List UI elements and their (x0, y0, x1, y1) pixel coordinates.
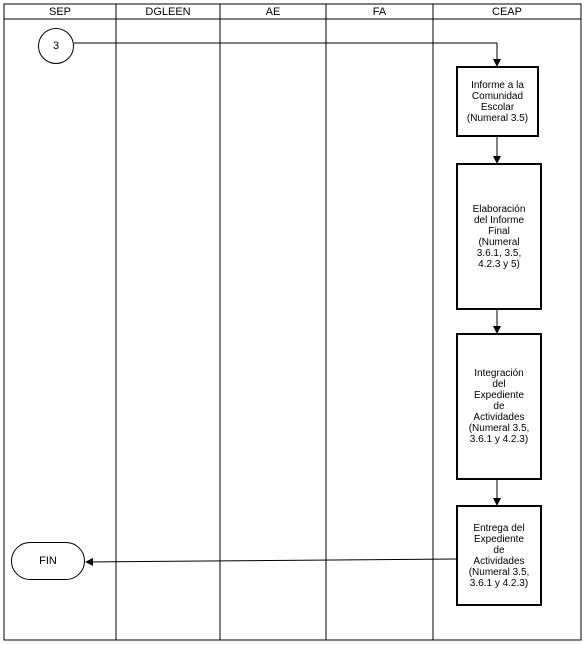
diagram-frame (3, 3, 582, 641)
lane-header-fa: FA (372, 6, 387, 18)
step-elaboracion-informe: Elaboración del Informe Final (Numeral 3… (456, 163, 542, 310)
lane-header-sep: SEP (48, 6, 71, 18)
terminal-label: FIN (39, 555, 57, 567)
lane-header-dgleen: DGLEEN (145, 6, 191, 18)
arrow-step4-to-fin (85, 557, 457, 566)
lane-header-ae: AE (265, 6, 281, 18)
step-entrega-expediente: Entrega del Expediente de Actividades (N… (456, 505, 542, 606)
connector-circle: 3 (38, 28, 74, 64)
step-text: Informe a la Comunidad Escolar (Numeral … (466, 79, 529, 124)
step-text: Entrega del Expediente de Actividades (N… (468, 522, 530, 589)
terminal-fin: FIN (11, 542, 85, 580)
arrow-connector-to-step1 (74, 42, 501, 67)
step-text: Integración del Expediente de Actividade… (468, 368, 530, 445)
step-informe-comunidad: Informe a la Comunidad Escolar (Numeral … (456, 66, 539, 137)
step-integracion-expediente: Integración del Expediente de Actividade… (456, 333, 542, 480)
lane-header-ceap: CEAP (492, 6, 522, 18)
connector-label: 3 (52, 40, 60, 52)
step-text: Elaboración del Informe Final (Numeral 3… (472, 203, 526, 270)
